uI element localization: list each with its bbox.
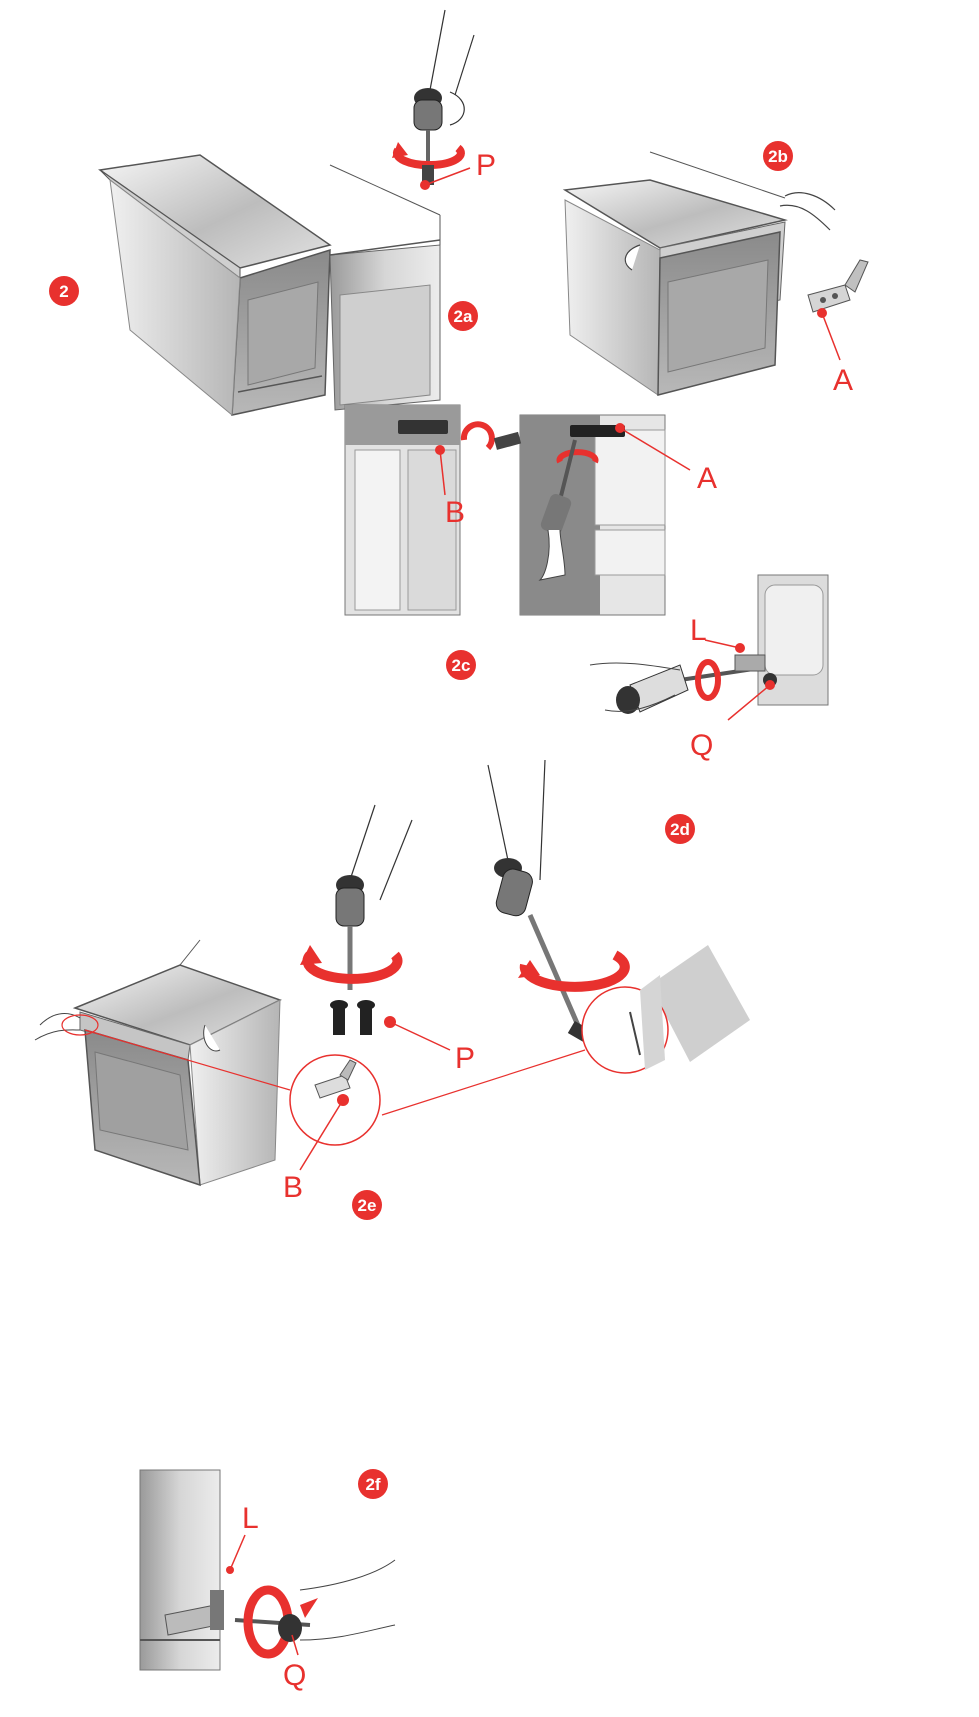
step-badge-2f: 2f	[358, 1469, 388, 1499]
step-badge-2d-label: 2d	[670, 820, 690, 839]
step-badge-2-label: 2	[59, 282, 68, 301]
part-label-q-2f: Q	[283, 1659, 306, 1692]
step-badge-2c-label: 2c	[452, 656, 471, 675]
part-label-p-top: P	[476, 149, 496, 182]
step-badge-2: 2	[49, 276, 79, 306]
step-badge-2a: 2a	[448, 301, 478, 331]
step-2-appliance	[100, 155, 330, 415]
part-label-l-2f: L	[242, 1502, 259, 1535]
step-2e-appliance	[35, 940, 280, 1185]
step-badge-2f-label: 2f	[365, 1475, 380, 1494]
part-label-a-2c: A	[697, 462, 717, 495]
part-label-a-top: A	[833, 364, 853, 397]
screwdriver-p-lower	[300, 805, 412, 1035]
part-label-q-2c: Q	[690, 729, 713, 762]
part-label-l-2c: L	[690, 614, 707, 647]
step-badge-2d: 2d	[665, 814, 695, 844]
step-badge-2c: 2c	[446, 650, 476, 680]
part-label-p-2e: P	[455, 1042, 475, 1075]
step-2f-detail	[140, 1470, 395, 1670]
step-2b-appliance	[565, 152, 835, 395]
bracket-a	[808, 260, 868, 312]
step-badge-2a-label: 2a	[454, 307, 473, 326]
step-badge-2b-label: 2b	[768, 147, 788, 166]
step-2a-cabinet	[330, 165, 440, 410]
step-badge-2e: 2e	[352, 1190, 382, 1220]
part-label-b-2c: B	[445, 496, 465, 529]
part-label-b-2e: B	[283, 1171, 303, 1204]
step-badge-2e-label: 2e	[358, 1196, 377, 1215]
screwdriver-p-top	[392, 10, 474, 185]
step-2c-detail	[345, 405, 665, 615]
step-badge-2b: 2b	[763, 141, 793, 171]
